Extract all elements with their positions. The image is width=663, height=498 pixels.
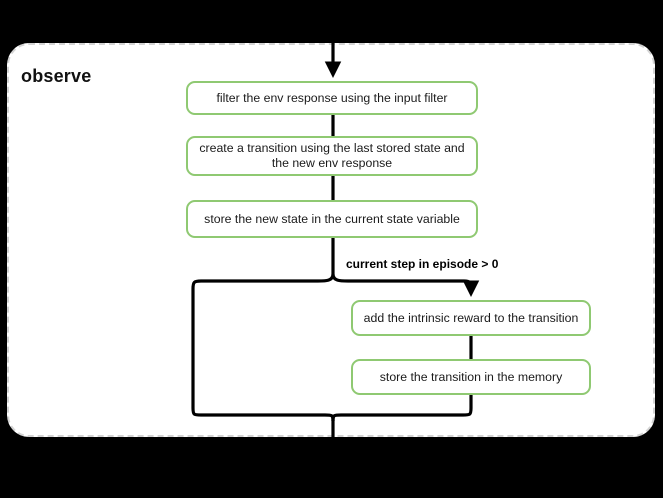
node-filter-env-response[interactable]: filter the env response using the input … [186,81,478,115]
node-create-transition[interactable]: create a transition using the last store… [186,136,478,176]
node-label: store the new state in the current state… [204,211,460,226]
node-store-transition-memory[interactable]: store the transition in the memory [351,359,591,395]
node-add-intrinsic-reward[interactable]: add the intrinsic reward to the transiti… [351,300,591,336]
node-label: create a transition using the last store… [199,141,465,170]
group-title: observe [21,66,92,86]
node-label: store the transition in the memory [379,369,563,384]
node-label: add the intrinsic reward to the transiti… [363,310,579,325]
node-store-new-state[interactable]: store the new state in the current state… [186,200,478,238]
edge-label-current-step-condition: current step in episode > 0 [346,257,499,271]
node-label: filter the env response using the input … [216,90,448,105]
